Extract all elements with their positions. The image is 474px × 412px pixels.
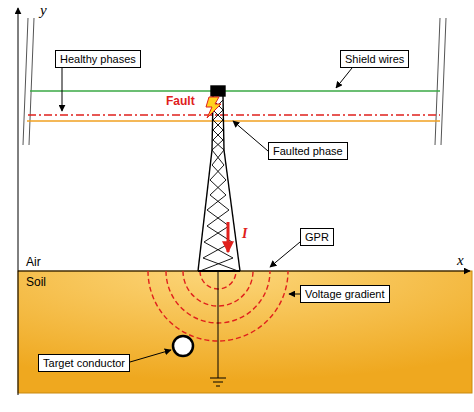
label-text: Fault: [166, 94, 195, 108]
label-text: y: [40, 2, 47, 18]
callout-box: Shield wires: [340, 50, 409, 68]
shield-wire: [30, 90, 440, 91]
callout-text: Shield wires: [345, 52, 404, 66]
callout-box: Healthy phases: [55, 50, 141, 68]
label-text: I: [242, 226, 247, 241]
callout-box: Faulted phase: [268, 142, 348, 160]
callout-text: Healthy phases: [60, 52, 136, 66]
diagram-label: y: [40, 2, 47, 19]
leader-arrows: [62, 68, 352, 362]
diagram-label: x: [457, 252, 464, 269]
callout-box: GPR: [300, 228, 334, 246]
callout-text: GPR: [305, 230, 329, 244]
diagram-label: Air: [26, 255, 41, 269]
callout-box: Target conductor: [38, 354, 130, 372]
current-arrow: [227, 222, 230, 252]
y-axis: [18, 8, 19, 395]
ground-symbol: [210, 271, 226, 386]
label-text: x: [457, 252, 464, 268]
soil-region: [18, 271, 472, 393]
break-marks: [23, 18, 446, 145]
diagram-label: Fault: [166, 94, 195, 108]
label-text: Air: [26, 255, 41, 269]
diagram-label: Soil: [26, 275, 46, 289]
callout-box: Voltage gradient: [300, 285, 390, 303]
callout-text: Faulted phase: [273, 144, 343, 158]
tower: [198, 86, 240, 271]
x-axis: [18, 271, 470, 272]
fault-bolt: [206, 97, 221, 118]
target-conductor-symbol: [173, 336, 193, 356]
label-text: Soil: [26, 275, 46, 289]
callout-text: Target conductor: [43, 356, 125, 370]
callout-text: Voltage gradient: [305, 287, 385, 301]
faulted-phase-wire: [28, 114, 440, 115]
diagram-label: I: [242, 226, 247, 242]
